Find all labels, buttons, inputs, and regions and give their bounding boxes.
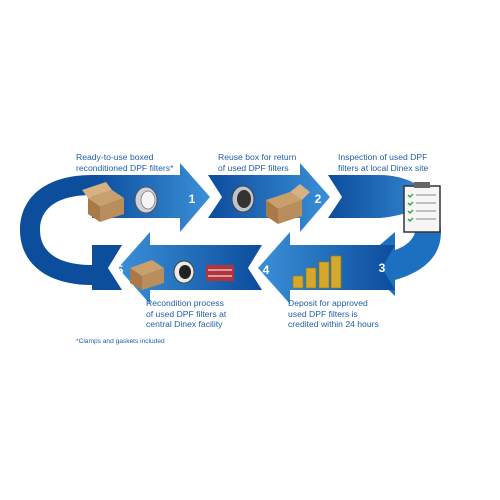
caption-line: of used DPF filters at <box>146 308 227 319</box>
box-icon <box>82 182 124 222</box>
step-number-2: 2 <box>315 192 322 206</box>
caption-line: Inspection of used DPF <box>338 152 428 162</box>
box-icon-3 <box>130 260 164 290</box>
caption-line: used DPF filters is <box>288 308 358 319</box>
caption-line: of used DPF filters <box>218 162 289 173</box>
caption-line: Reuse box for return <box>218 152 297 162</box>
caption-step-5: Recondition process of used DPF filters … <box>146 298 226 330</box>
left-loop-arrow <box>20 175 92 285</box>
filter-icon-2 <box>231 185 255 213</box>
caption-line: Ready-to-use boxed <box>76 152 154 162</box>
footnote: *Clamps and gaskets included <box>76 338 165 345</box>
coins-icon <box>292 255 342 289</box>
bottom-arrow-segment-5 <box>92 245 122 290</box>
box-icon-2 <box>266 184 310 224</box>
caption-step-1: Ready-to-use boxed reconditioned DPF fil… <box>76 152 173 173</box>
filter-dirty-icon <box>206 265 234 281</box>
filter-icon <box>134 186 158 214</box>
clipboard-icon <box>403 182 441 233</box>
step-number-1: 1 <box>189 192 196 206</box>
step-number-4: 4 <box>263 263 270 277</box>
caption-line: filters at local Dinex site <box>338 162 429 173</box>
caption-line: Recondition process <box>146 298 224 308</box>
top-arrow-segment-2 <box>208 163 330 232</box>
caption-line: reconditioned DPF filters* <box>76 162 174 173</box>
filter-icon-3 <box>173 260 195 284</box>
step-number-3: 3 <box>379 261 386 275</box>
caption-line: central Dinex facility <box>146 319 223 329</box>
caption-step-2: Reuse box for return of used DPF filters <box>218 152 296 173</box>
caption-line: Deposit for approved <box>288 298 368 308</box>
step-number-5: 5 <box>117 263 124 277</box>
caption-step-3: Inspection of used DPF filters at local … <box>338 152 428 173</box>
caption-step-4: Deposit for approved used DPF filters is… <box>288 298 379 330</box>
caption-line: credited within 24 hours <box>288 319 379 329</box>
